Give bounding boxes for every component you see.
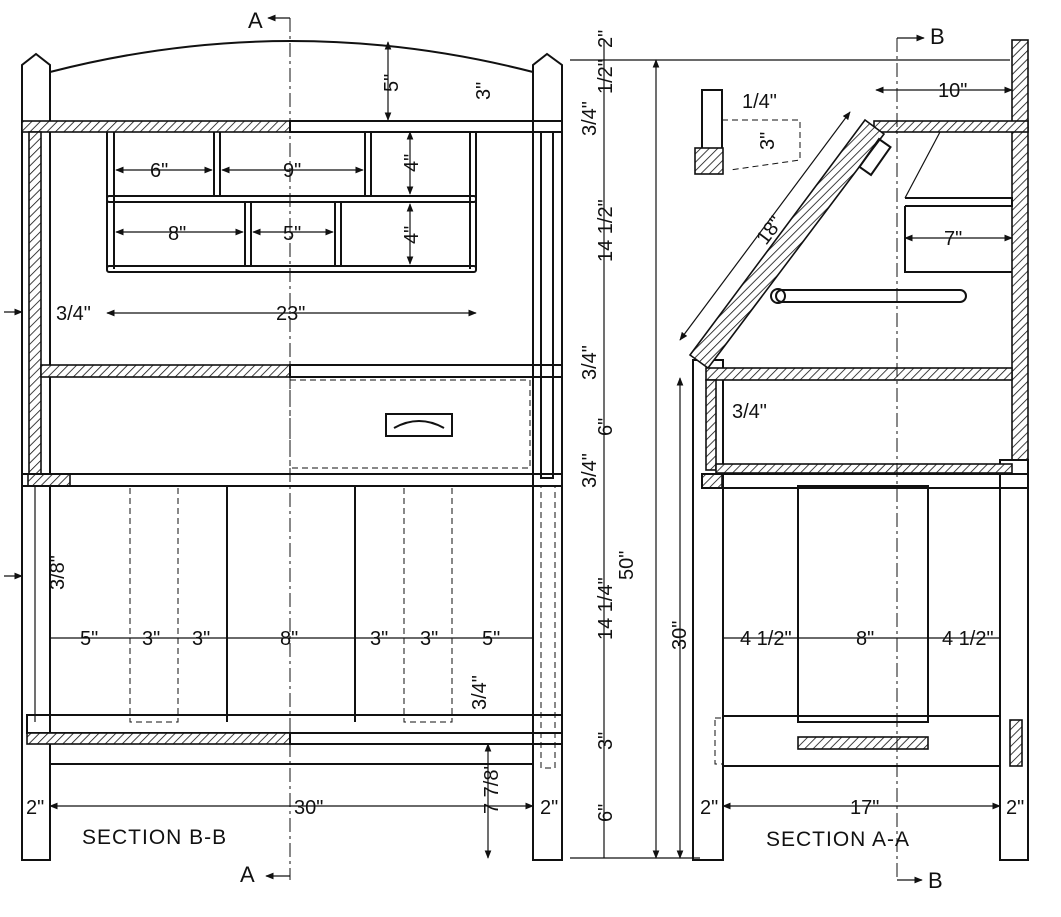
dim-panel-3c: 3": [370, 628, 388, 650]
section-a-a: B B SECTION A-A: [688, 24, 1029, 893]
pigeonholes: [106, 132, 477, 273]
lid-support: [775, 289, 967, 303]
dim-pigeon-5: 5": [283, 223, 301, 245]
cut-mark-a-top: A: [248, 8, 263, 33]
right-post: [532, 52, 563, 861]
dim-board-3-4: 3/4": [579, 101, 601, 136]
dim-side-4-half-b: 4 1/2": [942, 628, 994, 650]
section-a-a-title: SECTION A-A: [766, 828, 910, 851]
dim-panel-3a: 3": [142, 628, 160, 650]
section-b-b-title: SECTION B-B: [82, 826, 227, 849]
dim-top-10: 10": [938, 80, 967, 102]
cut-mark-a-bottom: A: [240, 862, 255, 887]
dim-detail-3: 3": [757, 132, 779, 150]
dim-rail-3: 3": [595, 732, 617, 750]
cut-mark-b-top: B: [930, 24, 945, 49]
dim-drawer-6: 6": [595, 418, 617, 436]
dim-pigeon-9: 9": [283, 160, 301, 182]
dimension-lines: [4, 40, 1013, 859]
dim-rail-3-4: 3/4": [579, 453, 601, 488]
base-strip: [797, 736, 929, 750]
arched-top: [49, 40, 534, 73]
dim-shelf-14-half: 14 1/2": [595, 199, 617, 262]
dim-side-3-4: 3/4": [56, 303, 91, 325]
dim-drawer-3-4: 3/4": [732, 401, 767, 423]
drawer-outline: [289, 379, 531, 469]
dim-base-3-4: 3/4": [469, 675, 491, 710]
dim-post-2c: 2": [700, 797, 718, 819]
dim-pigeon-4b: 4": [401, 226, 423, 244]
dim-post-2d: 2": [1006, 797, 1024, 819]
bottom-shelf: [26, 732, 291, 745]
dim-side-4-half-a: 4 1/2": [740, 628, 792, 650]
back-post: [1011, 39, 1029, 461]
dim-center-8: 8": [856, 628, 874, 650]
dim-height-30: 30": [669, 621, 691, 650]
dim-shelf-7: 7": [944, 228, 962, 250]
dim-panel-5b: 5": [482, 628, 500, 650]
left-side-board: [28, 131, 42, 479]
dim-width-23: 23": [276, 303, 305, 325]
dim-panel-3b: 3": [192, 628, 210, 650]
dim-total-height: 50": [616, 551, 638, 580]
dim-base-7-7-8: 7 7/8": [481, 762, 503, 814]
dim-pigeon-6: 6": [150, 160, 168, 182]
section-b-b: A A SECTION B-B: [21, 8, 563, 887]
top-shelf: [21, 120, 291, 133]
dim-cupboard-14-quarter: 14 1/4": [595, 577, 617, 640]
dim-width-30: 30": [294, 797, 323, 819]
dim-arch-5: 5": [381, 74, 403, 92]
middle-rail: [27, 473, 71, 487]
writing-shelf: [40, 364, 291, 378]
bottom-rail: [26, 714, 563, 734]
cut-mark-b-bottom: B: [928, 868, 943, 893]
dim-shelf-3-4: 3/4": [579, 345, 601, 380]
dim-detail-1-4: 1/4": [742, 91, 777, 113]
dim-panel-5a: 5": [80, 628, 98, 650]
dimension-labels: 50" 30" 5" 2" 3" 1/2" 3/4" 14 1/2" 6" 9"…: [26, 30, 1024, 822]
drawer-pull-icon: [385, 413, 453, 437]
dim-top-2: 2": [595, 30, 617, 48]
dim-pigeon-4a: 4": [401, 154, 423, 172]
dim-depth-17: 17": [850, 797, 879, 819]
dim-panel-8: 8": [280, 628, 298, 650]
door-panel: [797, 485, 929, 723]
dim-pigeon-8: 8": [168, 223, 186, 245]
dim-3: 3": [473, 82, 495, 100]
dim-base-6: 6": [595, 804, 617, 822]
dim-post-2a: 2": [26, 797, 44, 819]
door-panels: [34, 485, 556, 769]
left-post: [21, 52, 51, 861]
dim-panel-3d: 3": [420, 628, 438, 650]
dim-post-2b: 2": [540, 797, 558, 819]
dim-side-3-8: 3/8": [47, 555, 69, 590]
writing-bed: [705, 367, 1013, 381]
drawer-bottom: [715, 463, 1013, 474]
dim-1-half: 1/2": [595, 59, 617, 94]
